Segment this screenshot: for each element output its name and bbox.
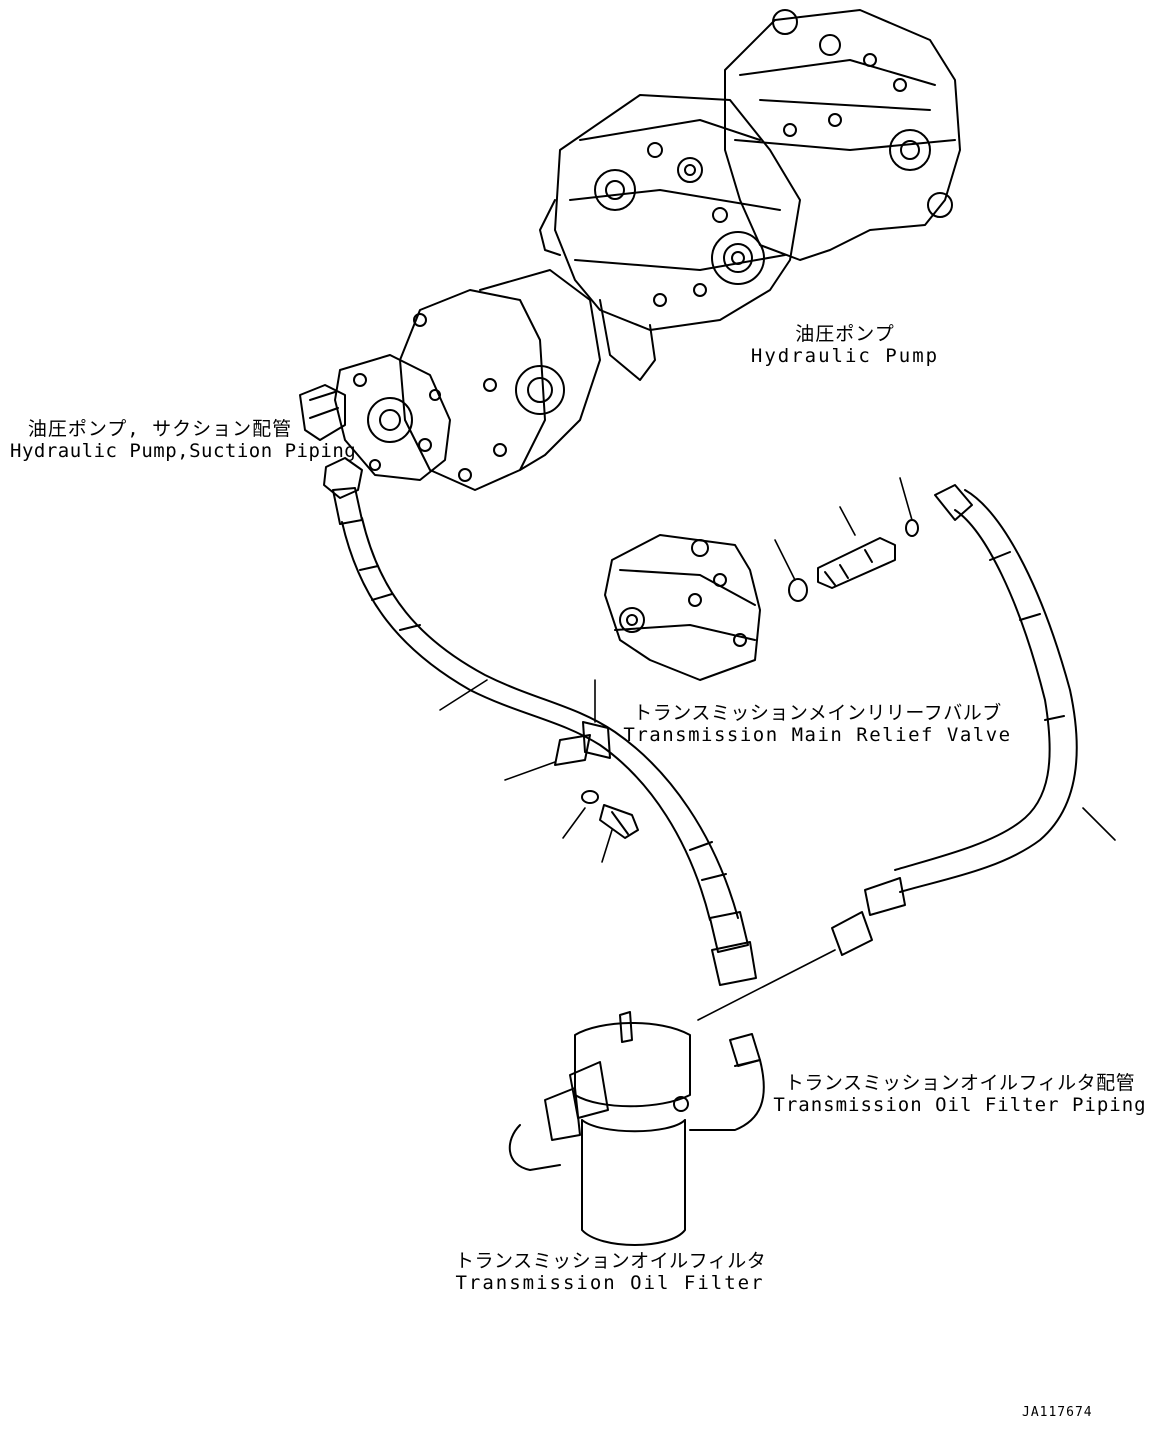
label-oil-filter-piping: トランスミッションオイルフィルタ配管 Transmission Oil Filt…: [765, 1072, 1155, 1116]
label-oil-filter: トランスミッションオイルフィルタ Transmission Oil Filter: [455, 1250, 767, 1294]
label-main-relief-valve: トランスミッションメインリリーフバルブ Transmission Main Re…: [620, 702, 1015, 746]
label-oil-filter-jp: トランスミッションオイルフィルタ: [455, 1250, 767, 1272]
label-oil-filter-en: Transmission Oil Filter: [455, 1272, 765, 1294]
label-suction-piping-en: Hydraulic Pump,Suction Piping: [10, 440, 357, 462]
hydraulic-pump-drawing: [299, 9, 961, 491]
suction-hose-drawing: [323, 457, 757, 986]
oil-filter-drawing: [508, 1011, 765, 1246]
label-hydraulic-pump-jp: 油圧ポンプ: [795, 323, 895, 345]
label-oil-filter-piping-jp: トランスミッションオイルフィルタ配管: [784, 1072, 1136, 1094]
label-hydraulic-pump-en: Hydraulic Pump: [750, 345, 940, 367]
drawing-code: JA117674: [1022, 1405, 1093, 1420]
label-main-relief-valve-jp: トランスミッションメインリリーフバルブ: [633, 702, 1002, 724]
label-oil-filter-piping-en: Transmission Oil Filter Piping: [773, 1094, 1147, 1116]
relief-valve-drawing: [604, 519, 919, 681]
filter-pipe-hose-drawing: [831, 484, 1078, 956]
leader-lines: [439, 477, 1116, 1021]
label-hydraulic-pump: 油圧ポンプ Hydraulic Pump: [745, 323, 945, 367]
label-suction-piping: 油圧ポンプ, サクション配管 Hydraulic Pump,Suction Pi…: [10, 418, 357, 462]
label-main-relief-valve-en: Transmission Main Relief Valve: [623, 724, 1012, 746]
label-suction-piping-jp: 油圧ポンプ, サクション配管: [27, 418, 293, 440]
